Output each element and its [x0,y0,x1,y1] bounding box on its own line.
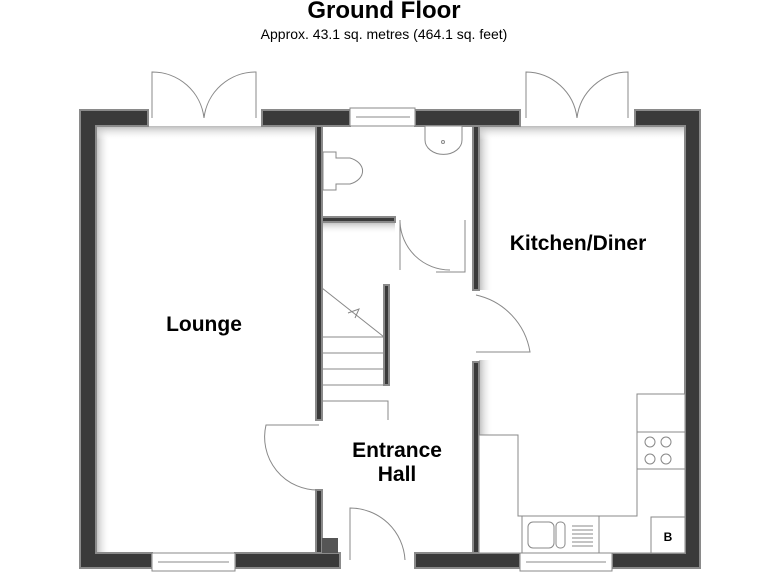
plan-title: Ground Floor [307,0,461,24]
doors [151,71,629,561]
hob-icon [644,436,672,465]
kitchen-units: B [478,393,686,554]
room-label-lounge: Lounge [166,313,242,336]
room-label-hall-line2: Hall [378,463,417,486]
room-label-hall-line1: Entrance [352,439,442,462]
windows [151,107,613,572]
boiler-label: B [664,530,673,544]
sink-icon [527,521,555,549]
inner-walls [315,125,480,554]
toilet-icon [322,151,363,191]
plan-area: Approx. 43.1 sq. metres (464.1 sq. feet) [260,26,508,42]
outer-walls [79,109,701,569]
bathroom-fixtures [322,125,463,191]
staircase [321,287,389,420]
room-label-kitchen: Kitchen/Diner [510,232,647,255]
wall-shadows [96,126,685,553]
